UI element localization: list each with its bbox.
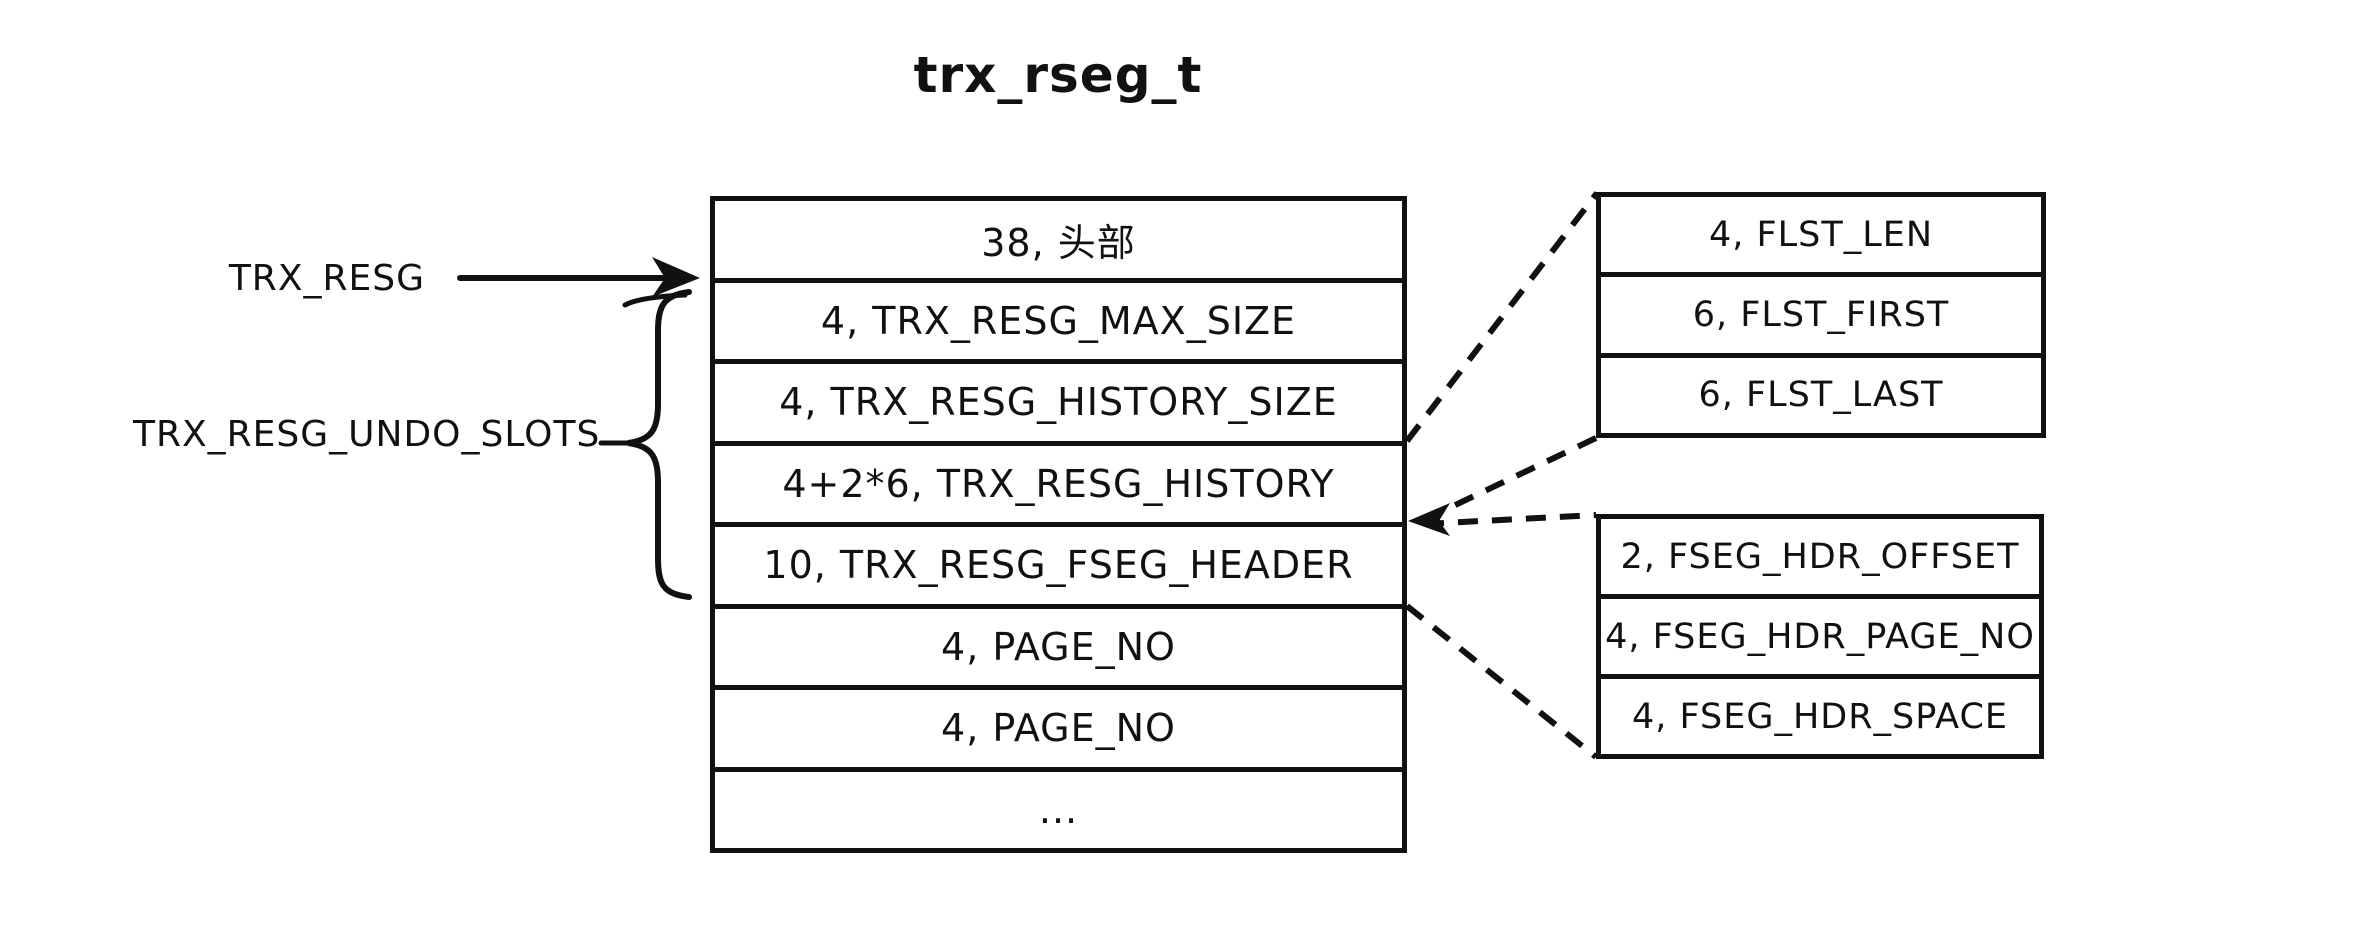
struct-row-history-size: 4, TRX_RESG_HISTORY_SIZE: [715, 364, 1402, 446]
history-flst-connector-top: [1404, 191, 1600, 443]
trx-resg-arrowhead-icon: [652, 257, 700, 297]
history-connector-arrowhead-icon: [1408, 503, 1450, 536]
fseg-row-page-no: 4, FSEG_HDR_PAGE_NO: [1601, 599, 2039, 679]
flst-detail-box: 4, FLST_LEN 6, FLST_FIRST 6, FLST_LAST: [1596, 192, 2046, 438]
fseg-connector-top: [1423, 512, 1597, 527]
flst-row-last: 6, FLST_LAST: [1698, 375, 1944, 416]
fseg-detail-box: 2, FSEG_HDR_OFFSET 4, FSEG_HDR_PAGE_NO 4…: [1596, 514, 2044, 759]
undo-slots-brace: [627, 289, 692, 600]
fseg-row-offset: 2, FSEG_HDR_OFFSET: [1601, 519, 2039, 599]
history-flst-connector-bottom: [1426, 435, 1598, 521]
struct-row-history: 4+2*6, TRX_RESG_HISTORY: [715, 446, 1402, 527]
trx-resg-label: TRX_RESG: [228, 258, 425, 299]
struct-row-header: 38, 头部: [715, 201, 1402, 283]
flst-row-len: 4, FLST_LEN: [1601, 197, 2041, 278]
fseg-connector-bottom: [1405, 603, 1598, 760]
struct-row-max-size: 4, TRX_RESG_MAX_SIZE: [715, 283, 1402, 364]
page-title: trx_rseg_t: [913, 46, 1203, 104]
struct-row-ellipsis: ...: [1038, 787, 1079, 832]
flst-row-first: 6, FLST_FIRST: [1601, 277, 2041, 358]
struct-row-page-no-2: 4, PAGE_NO: [715, 690, 1402, 772]
undo-slots-label: TRX_RESG_UNDO_SLOTS: [133, 414, 601, 455]
trx-rseg-struct-box: 38, 头部 4, TRX_RESG_MAX_SIZE 4, TRX_RESG_…: [710, 196, 1407, 853]
struct-row-fseg-header: 10, TRX_RESG_FSEG_HEADER: [715, 527, 1402, 609]
struct-row-page-no-1: 4, PAGE_NO: [715, 609, 1402, 690]
fseg-row-space: 4, FSEG_HDR_SPACE: [1631, 696, 2009, 737]
